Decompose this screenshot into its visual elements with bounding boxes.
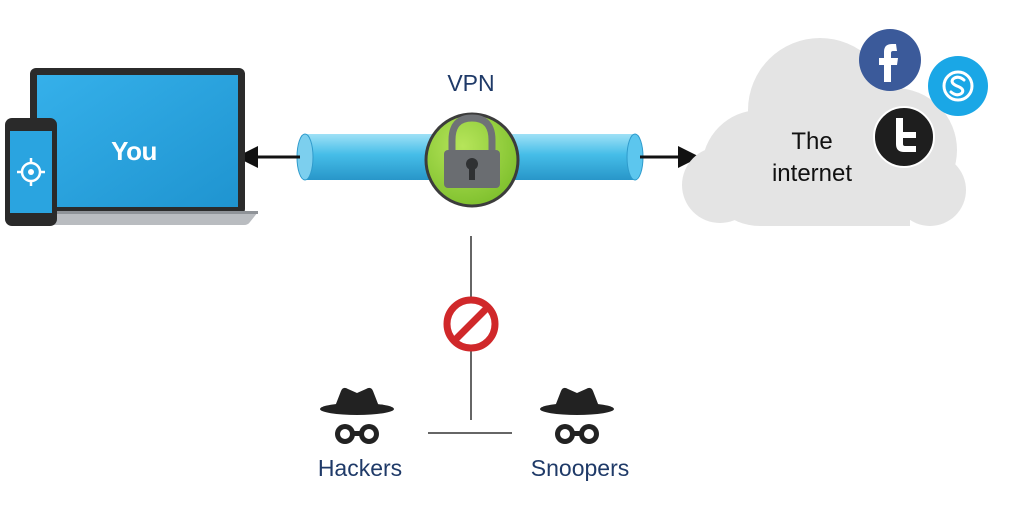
spy-incognito-icon bbox=[320, 387, 394, 444]
hackers-label: Hackers bbox=[317, 455, 403, 481]
skype-icon bbox=[928, 56, 988, 116]
padlock-icon bbox=[424, 112, 520, 208]
internet-label-line1: The bbox=[791, 128, 833, 155]
smartphone-icon bbox=[5, 118, 57, 226]
you-label: You bbox=[111, 136, 157, 166]
cloud-icon bbox=[682, 38, 966, 226]
laptop-icon bbox=[18, 68, 258, 225]
facebook-icon bbox=[859, 29, 921, 91]
internet-label-line2: internet bbox=[771, 160, 853, 187]
spy-incognito-icon bbox=[540, 387, 614, 444]
twitter-icon bbox=[873, 106, 935, 168]
no-entry-icon bbox=[443, 296, 499, 352]
arrow-to-you bbox=[236, 146, 300, 168]
vpn-label: VPN bbox=[447, 70, 495, 96]
blocked-connection bbox=[428, 236, 512, 434]
arrow-to-internet bbox=[640, 146, 700, 168]
snoopers-label: Snoopers bbox=[530, 455, 630, 481]
